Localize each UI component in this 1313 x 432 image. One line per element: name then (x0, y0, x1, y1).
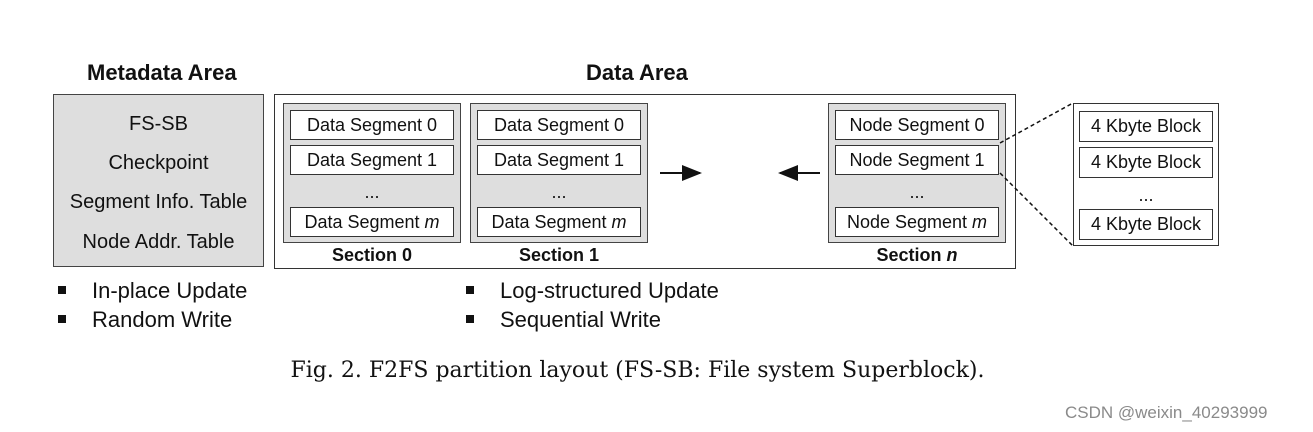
diagram-connectors (660, 102, 1074, 247)
section-n-label: Section n (876, 245, 958, 265)
data-segment-0: Data Segment 0 (290, 110, 454, 140)
metadata-area-box: FS-SB Checkpoint Segment Info. Table Nod… (53, 94, 264, 267)
section-1: Data Segment 0 Data Segment 1 ... Data S… (470, 103, 648, 243)
kbyte-block: 4 Kbyte Block (1079, 111, 1213, 142)
data-segment-1: Data Segment 1 (290, 145, 454, 175)
segment-ellipsis: ... (364, 182, 380, 202)
segment-ellipsis: ... (551, 182, 567, 202)
block-box: 4 Kbyte Block 4 Kbyte Block ... 4 Kbyte … (1073, 103, 1219, 246)
kbyte-block: 4 Kbyte Block (1079, 209, 1213, 240)
data-segment-0: Data Segment 0 (477, 110, 641, 140)
node-segment-1: Node Segment 1 (835, 145, 999, 175)
data-area-box: Data Segment 0 Data Segment 1 ... Data S… (274, 94, 1016, 269)
segment-ellipsis: ... (909, 182, 925, 202)
section-0: Data Segment 0 Data Segment 1 ... Data S… (283, 103, 461, 243)
node-segment-0: Node Segment 0 (835, 110, 999, 140)
zoom-line-bottom (999, 172, 1074, 247)
figure-caption: Fig. 2. F2FS partition layout (FS-SB: Fi… (290, 358, 985, 383)
data-segment-m: Data Segment m (477, 207, 641, 237)
metadata-item-sit: Segment Info. Table (69, 191, 248, 213)
bullet-random-write: Random Write (58, 307, 232, 333)
bullet-log-structured-update: Log-structured Update (466, 278, 719, 304)
data-segment-m: Data Segment m (290, 207, 454, 237)
watermark: CSDN @weixin_40293999 (1065, 403, 1268, 422)
bullet-in-place-update: In-place Update (58, 278, 247, 304)
bullet-sequential-write: Sequential Write (466, 307, 661, 333)
node-segment-m: Node Segment m (835, 207, 999, 237)
block-ellipsis: ... (1138, 185, 1154, 205)
metadata-area-title: Metadata Area (87, 60, 237, 85)
kbyte-block: 4 Kbyte Block (1079, 147, 1213, 178)
section-1-label: Section 1 (518, 245, 600, 265)
section-n: Node Segment 0 Node Segment 1 ... Node S… (828, 103, 1006, 243)
metadata-item-fs-sb: FS-SB (129, 113, 188, 135)
zoom-line-top (999, 102, 1074, 144)
section-0-label: Section 0 (331, 245, 413, 265)
data-area-title: Data Area (586, 60, 688, 85)
metadata-item-nat: Node Addr. Table (82, 231, 235, 253)
metadata-item-checkpoint: Checkpoint (108, 152, 209, 174)
data-segment-1: Data Segment 1 (477, 145, 641, 175)
